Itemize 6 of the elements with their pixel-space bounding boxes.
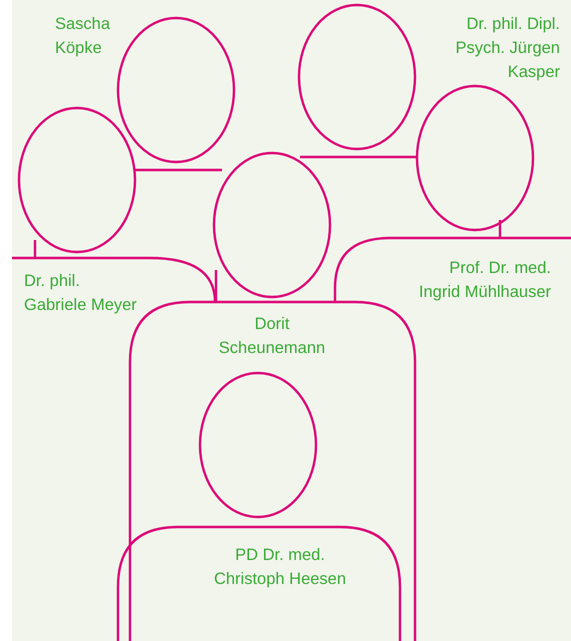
person-name: Sascha Köpke xyxy=(55,14,110,59)
person-name: PD Dr. med. Christoph Heesen xyxy=(214,545,346,590)
person-name: Dr. phil. Gabriele Meyer xyxy=(24,271,137,316)
person-name: Dorit Scheunemann xyxy=(218,314,326,359)
person-name: Dr. phil. Dipl. Psych. Jürgen Kasper xyxy=(455,14,560,83)
person-name: Prof. Dr. med. Ingrid Mühlhauser xyxy=(418,258,551,303)
